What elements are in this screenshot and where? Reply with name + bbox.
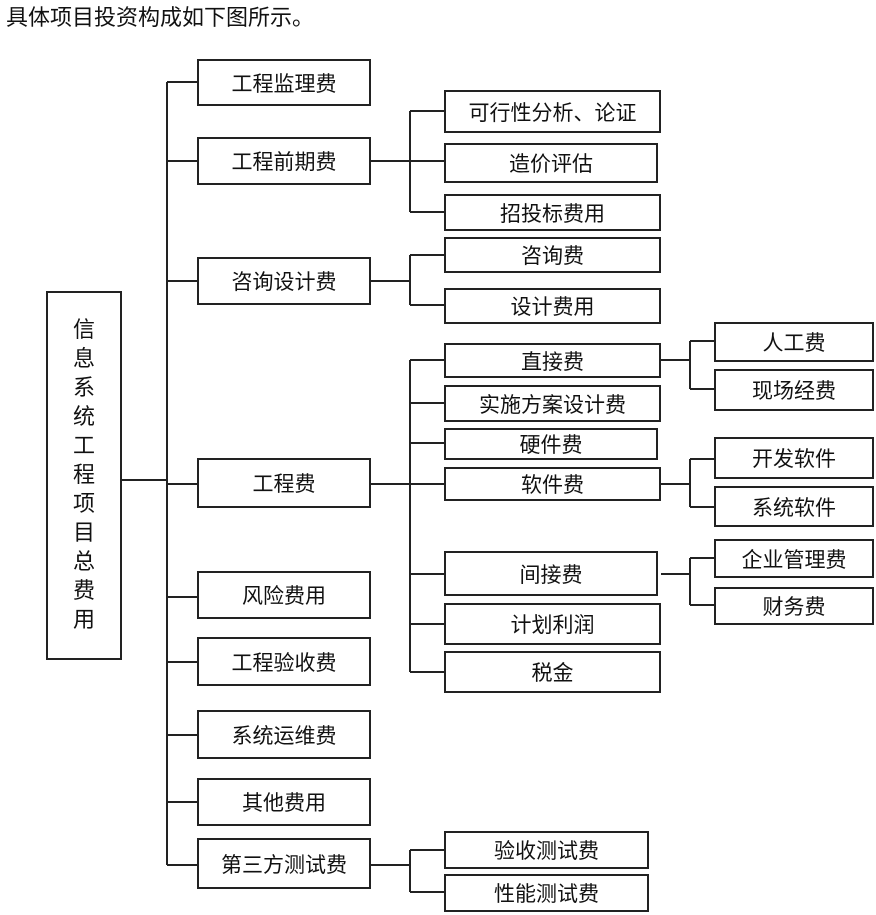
root-label-char: 工 <box>72 434 95 459</box>
root-node: 信息系统工程项目总费用 <box>46 291 122 660</box>
node-preliminary-fee: 工程前期费 <box>197 137 371 185</box>
intro-text: 具体项目投资构成如下图所示。 <box>6 6 315 31</box>
node-developed-software: 开发软件 <box>714 437 874 479</box>
node-site-expenses: 现场经费 <box>714 369 874 411</box>
node-implementation-design-fee: 实施方案设计费 <box>444 385 661 422</box>
node-cost-evaluation: 造价评估 <box>444 143 658 183</box>
node-feasibility-analysis: 可行性分析、论证 <box>444 90 661 133</box>
node-labor-fee: 人工费 <box>714 322 874 362</box>
root-label-char: 系 <box>72 376 95 401</box>
node-acceptance-test-fee: 验收测试费 <box>444 831 649 869</box>
node-bidding-fee: 招投标费用 <box>444 194 661 231</box>
node-system-software: 系统软件 <box>714 486 874 527</box>
node-software-fee: 软件费 <box>444 467 661 501</box>
root-label: 信息系统工程项目总费用 <box>73 316 95 635</box>
node-consulting-fee: 咨询费 <box>444 237 661 273</box>
node-hardware-fee: 硬件费 <box>444 428 658 460</box>
root-label-char: 费 <box>72 579 95 604</box>
node-other-fee: 其他费用 <box>197 778 371 826</box>
node-supervision-fee: 工程监理费 <box>197 59 371 106</box>
node-performance-test-fee: 性能测试费 <box>444 874 649 912</box>
node-consulting-design-fee: 咨询设计费 <box>197 257 371 305</box>
root-label-char: 程 <box>72 463 95 488</box>
node-risk-fee: 风险费用 <box>197 571 371 619</box>
root-label-char: 统 <box>72 405 95 430</box>
node-tax: 税金 <box>444 651 661 693</box>
node-enterprise-management-fee: 企业管理费 <box>714 539 874 578</box>
node-direct-fee: 直接费 <box>444 343 661 378</box>
root-label-char: 项 <box>72 492 95 517</box>
node-indirect-fee: 间接费 <box>444 551 658 596</box>
node-acceptance-fee: 工程验收费 <box>197 637 371 686</box>
node-maintenance-fee: 系统运维费 <box>197 710 371 759</box>
root-label-char: 总 <box>72 550 95 575</box>
root-label-char: 用 <box>72 608 95 633</box>
root-label-char: 息 <box>72 347 95 372</box>
node-planned-profit: 计划利润 <box>444 603 661 645</box>
node-financial-fee: 财务费 <box>714 587 874 625</box>
node-third-party-test-fee: 第三方测试费 <box>197 838 371 889</box>
node-engineering-fee: 工程费 <box>197 458 371 508</box>
node-design-fee: 设计费用 <box>444 288 661 324</box>
root-label-char: 目 <box>72 521 95 546</box>
root-label-char: 信 <box>72 318 95 343</box>
